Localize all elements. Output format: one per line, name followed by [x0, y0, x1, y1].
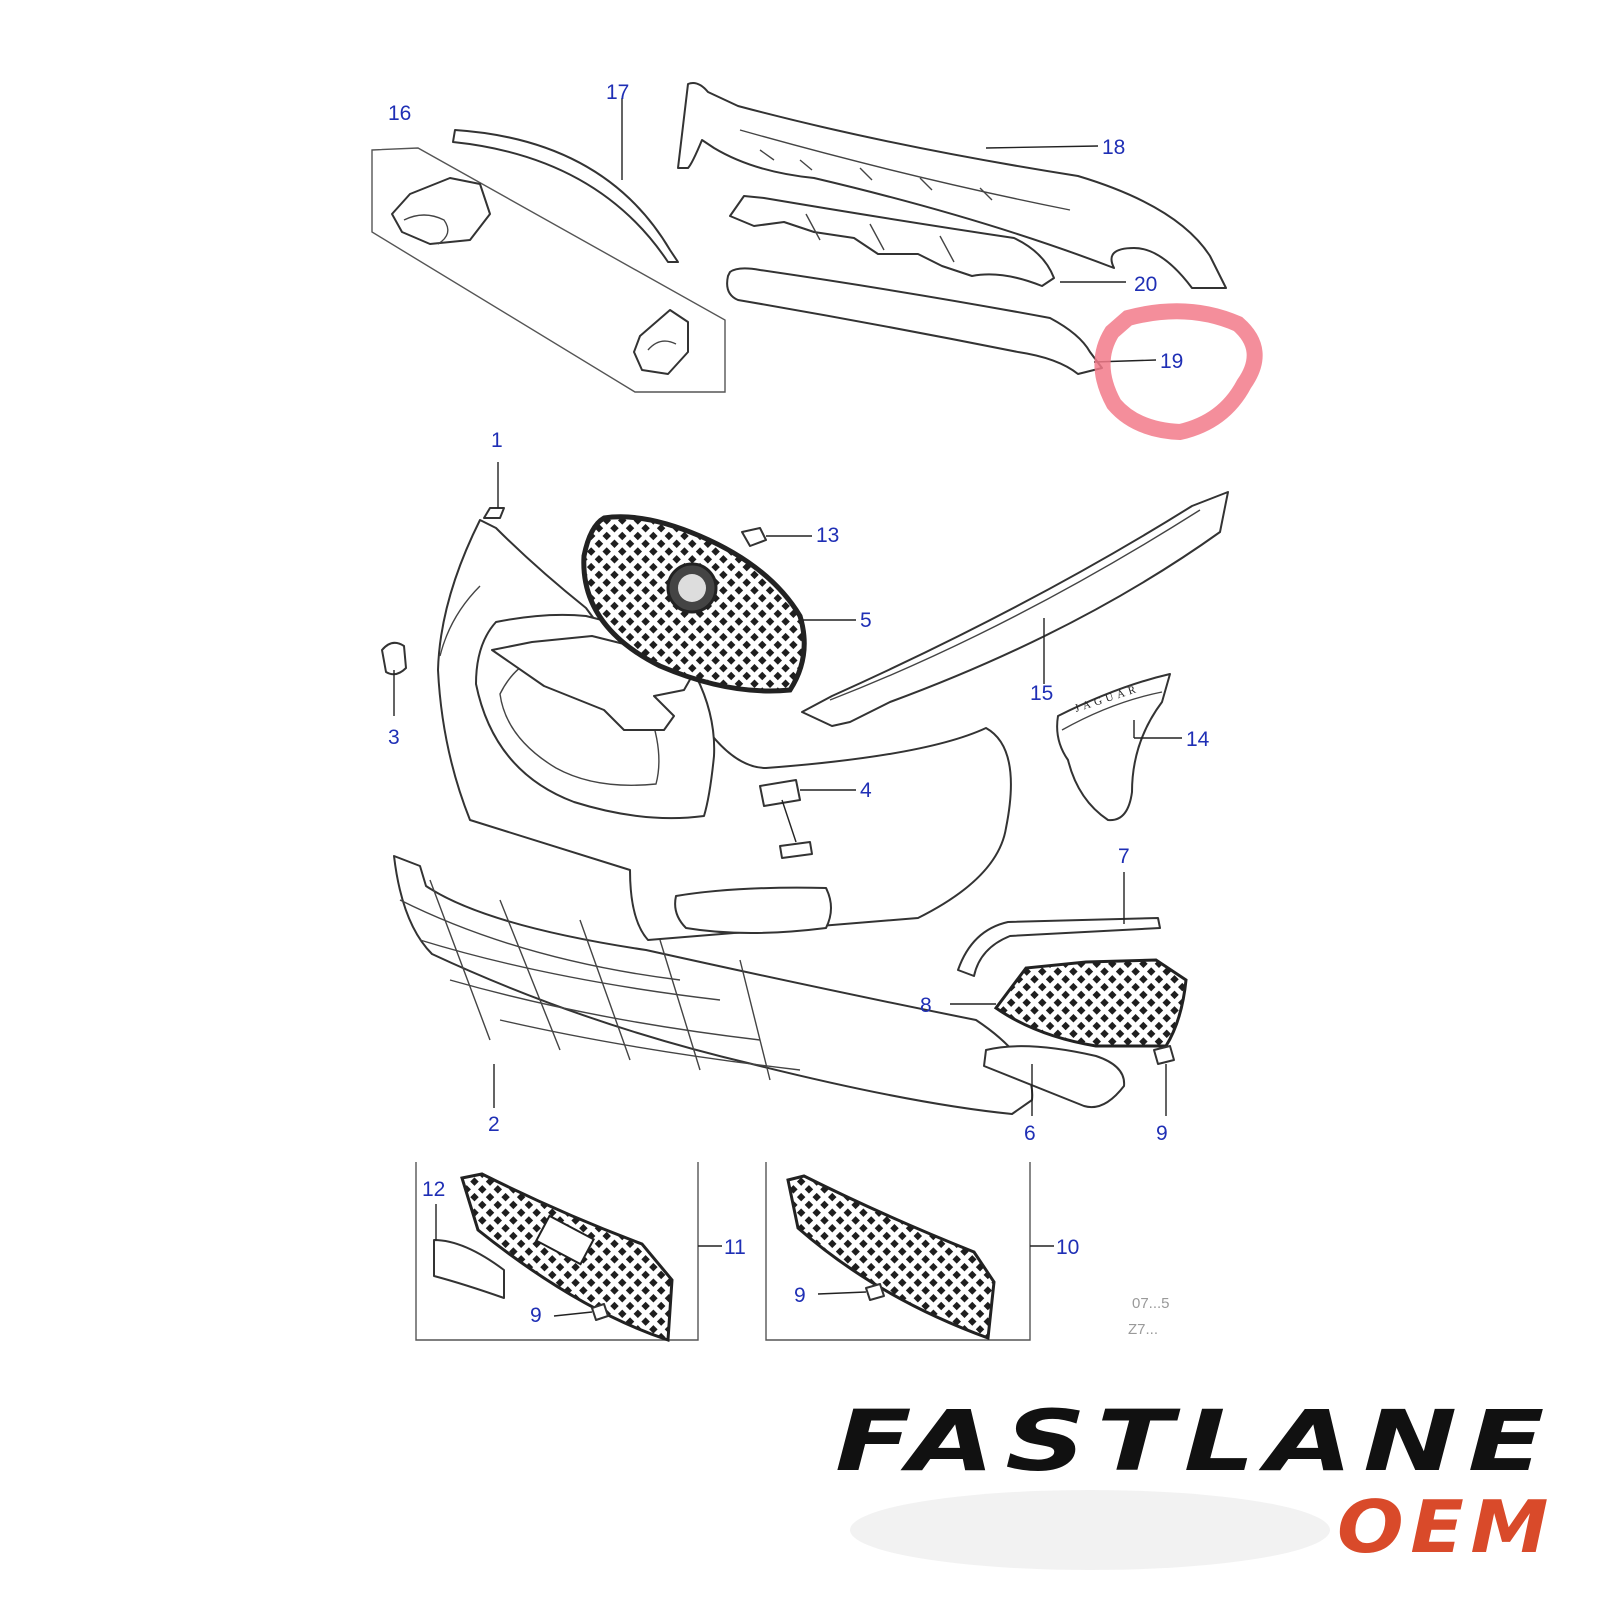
- part-5-front-grille: [581, 514, 856, 694]
- callout-3: 3: [388, 726, 400, 749]
- part-13-clip: [741, 527, 812, 547]
- callout-16: 16: [388, 102, 411, 125]
- callout-8: 8: [920, 994, 932, 1017]
- callout-14: 14: [1186, 728, 1210, 751]
- part-3-tow-eye-cover: [381, 641, 407, 716]
- callout-6: 6: [1024, 1122, 1036, 1145]
- callout-2: 2: [488, 1113, 500, 1136]
- drawing-reference-2: Z7...: [1128, 1321, 1158, 1338]
- callout-4: 4: [860, 779, 872, 802]
- logo-oem: OEM: [1337, 1485, 1555, 1569]
- part-9-clip-right: [1153, 1045, 1175, 1116]
- part-1-bracket: [483, 462, 505, 519]
- callout-10: 10: [1056, 1236, 1079, 1259]
- callout-1: 1: [491, 429, 503, 452]
- callout-7: 7: [1118, 845, 1130, 868]
- part-17-trim-strip: [452, 98, 679, 263]
- part-16-exhaust-tips: [371, 147, 726, 393]
- callout-18: 18: [1102, 136, 1125, 159]
- part-18-rear-bumper-upper: [677, 82, 1227, 289]
- fastlane-oem-logo: FASTLANE OEM: [835, 1392, 1555, 1570]
- bumper-armature: [491, 635, 693, 731]
- callout-5: 5: [860, 609, 872, 632]
- part-20-rear-diffuser: [729, 195, 1126, 287]
- callout-19: 19: [1160, 350, 1183, 373]
- callout-9-right: 9: [1156, 1122, 1168, 1145]
- part-4-tow-cover: [759, 779, 856, 859]
- drawing-reference: 07...5: [1132, 1295, 1170, 1312]
- part-7-fog-trim: [957, 872, 1161, 977]
- callout-20: 20: [1134, 273, 1157, 296]
- callout-11: 11: [724, 1236, 746, 1259]
- part-19-rear-valance: [726, 267, 1157, 375]
- callout-9-right-box: 9: [794, 1284, 806, 1307]
- callout-13: 13: [816, 524, 839, 547]
- part-6-blank: [983, 1045, 1126, 1116]
- callout-9-left-box: 9: [530, 1304, 542, 1327]
- part-15-side-sill: [801, 491, 1229, 727]
- part-10-box: [765, 1162, 1054, 1341]
- callout-15: 15: [1030, 682, 1053, 705]
- highlight-marker-19: [1094, 303, 1263, 441]
- callout-labels: 1 2 3 4 5 6 7 8 9 10 11 12 9 9 13 14 15 …: [388, 81, 1210, 1327]
- callout-12: 12: [422, 1178, 445, 1201]
- callout-17: 17: [606, 81, 629, 104]
- part-14-side-vent: [1056, 673, 1182, 822]
- logo-fastlane: FASTLANE: [835, 1392, 1555, 1490]
- part-11-box: [415, 1162, 722, 1343]
